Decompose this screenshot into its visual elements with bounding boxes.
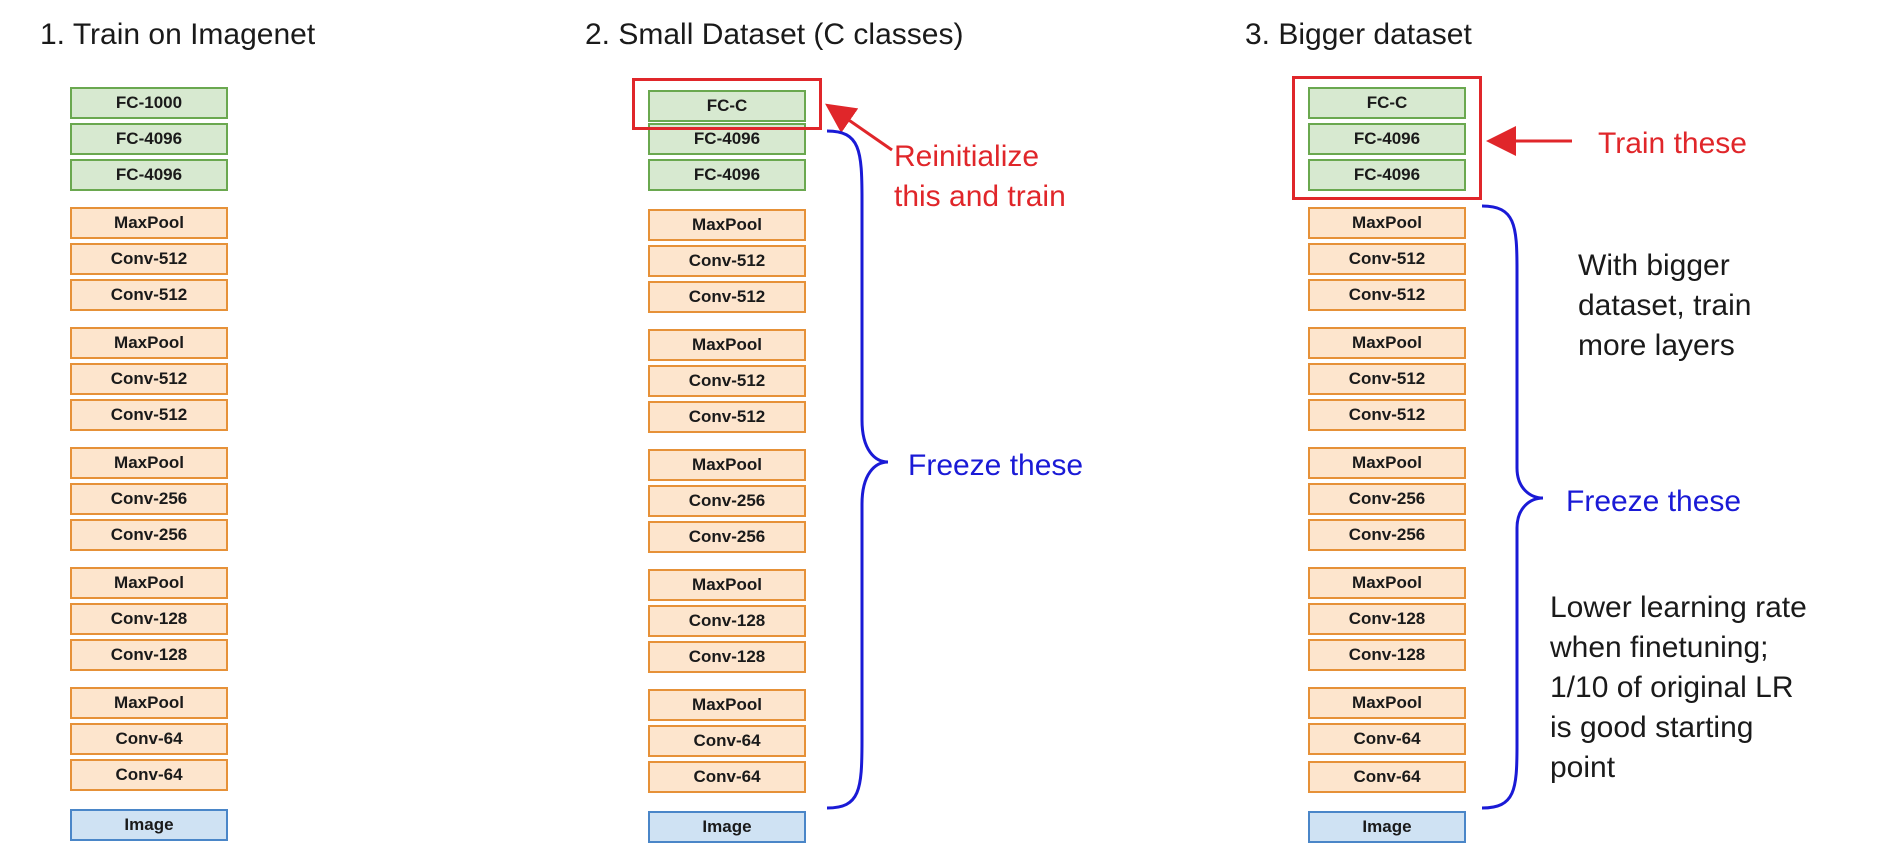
layer-maxpool: MaxPool: [648, 569, 806, 601]
layer-conv-256: Conv-256: [648, 485, 806, 517]
reinit-highlight-box: [632, 78, 822, 130]
layer-fc-4096: FC-4096: [70, 123, 228, 155]
layer-maxpool: MaxPool: [1308, 687, 1466, 719]
layer-conv-512: Conv-512: [648, 245, 806, 277]
layer-conv-64: Conv-64: [1308, 723, 1466, 755]
layer-maxpool: MaxPool: [70, 207, 228, 239]
layer-maxpool: MaxPool: [1308, 447, 1466, 479]
column-2-title: 2. Small Dataset (C classes): [585, 18, 964, 51]
layer-conv-128: Conv-128: [648, 641, 806, 673]
layer-image: Image: [70, 809, 228, 841]
freeze-note-bigger: Freeze these: [1566, 485, 1742, 518]
reinitialize-note: Reinitialize this and train: [894, 140, 1066, 213]
layer-fc-4096: FC-4096: [1308, 123, 1466, 155]
layer-conv-256: Conv-256: [1308, 483, 1466, 515]
layer-conv-256: Conv-256: [1308, 519, 1466, 551]
layer-conv-64: Conv-64: [1308, 761, 1466, 793]
layer-conv-512: Conv-512: [70, 363, 228, 395]
train-these-note: Train these: [1598, 127, 1747, 160]
layer-conv-512: Conv-512: [70, 279, 228, 311]
freeze-brace-bigger: [1481, 204, 1544, 810]
bigger-dataset-note: With bigger dataset, train more layers: [1578, 249, 1752, 362]
layer-conv-128: Conv-128: [1308, 603, 1466, 635]
freeze-note-small: Freeze these: [908, 449, 1084, 482]
layer-maxpool: MaxPool: [1308, 207, 1466, 239]
column-1-title: 1. Train on Imagenet: [40, 18, 316, 51]
layer-conv-64: Conv-64: [70, 759, 228, 791]
layer-conv-256: Conv-256: [648, 521, 806, 553]
layer-image: Image: [1308, 811, 1466, 843]
layer-conv-64: Conv-64: [70, 723, 228, 755]
reinit-arrow: [825, 103, 893, 152]
layer-maxpool: MaxPool: [70, 447, 228, 479]
layer-maxpool: MaxPool: [1308, 327, 1466, 359]
layer-conv-512: Conv-512: [1308, 279, 1466, 311]
layer-conv-256: Conv-256: [70, 519, 228, 551]
layer-maxpool: MaxPool: [70, 327, 228, 359]
layer-conv-128: Conv-128: [70, 603, 228, 635]
layer-fc-c: FC-C: [648, 90, 806, 122]
layer-conv-512: Conv-512: [648, 365, 806, 397]
layer-conv-512: Conv-512: [70, 243, 228, 275]
layer-maxpool: MaxPool: [70, 687, 228, 719]
layer-maxpool: MaxPool: [70, 567, 228, 599]
layer-fc-4096: FC-4096: [1308, 159, 1466, 191]
layer-conv-512: Conv-512: [1308, 243, 1466, 275]
layer-fc-c: FC-C: [1308, 87, 1466, 119]
layer-conv-512: Conv-512: [70, 399, 228, 431]
layer-image: Image: [648, 811, 806, 843]
layer-fc-4096: FC-4096: [648, 159, 806, 191]
layer-conv-64: Conv-64: [648, 761, 806, 793]
layer-maxpool: MaxPool: [648, 449, 806, 481]
layer-conv-128: Conv-128: [648, 605, 806, 637]
layer-maxpool: MaxPool: [1308, 567, 1466, 599]
layer-fc-4096: FC-4096: [70, 159, 228, 191]
layer-conv-256: Conv-256: [70, 483, 228, 515]
column-3-title: 3. Bigger dataset: [1245, 18, 1472, 51]
layer-conv-512: Conv-512: [648, 281, 806, 313]
layer-conv-128: Conv-128: [1308, 639, 1466, 671]
layer-maxpool: MaxPool: [648, 209, 806, 241]
layer-maxpool: MaxPool: [648, 329, 806, 361]
layer-conv-128: Conv-128: [70, 639, 228, 671]
layer-conv-512: Conv-512: [1308, 399, 1466, 431]
layer-conv-512: Conv-512: [648, 401, 806, 433]
learning-rate-note: Lower learning rate when finetuning; 1/1…: [1550, 591, 1807, 784]
layer-conv-512: Conv-512: [1308, 363, 1466, 395]
layer-conv-64: Conv-64: [648, 725, 806, 757]
freeze-brace-small: [826, 129, 889, 810]
layer-maxpool: MaxPool: [648, 689, 806, 721]
train-highlight-box: [1292, 76, 1482, 200]
layer-fc-1000: FC-1000: [70, 87, 228, 119]
